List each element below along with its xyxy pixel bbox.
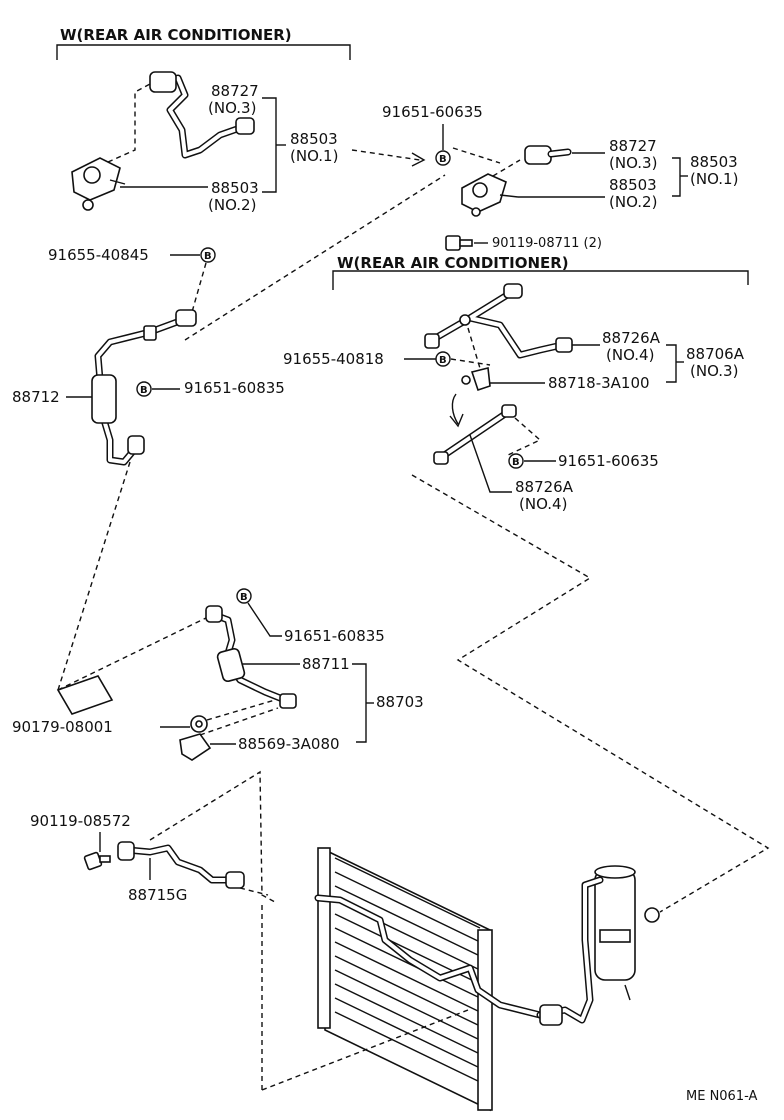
hose-88727-left [149, 71, 255, 159]
label-88715g: 88715G [128, 886, 187, 904]
label-88726a-upper: 88726A [602, 329, 661, 347]
label-90119-08572: 90119-08572 [30, 812, 131, 830]
label-91651-60835-b: 91651-60835 [284, 627, 385, 645]
arrow-down [451, 393, 459, 425]
rear-ac-bracket-top [56, 44, 351, 60]
bolt-mark-top: B [435, 150, 451, 166]
label-88703: 88703 [376, 693, 424, 711]
hose-88727-right [524, 145, 572, 165]
condenser [317, 847, 493, 1112]
label-88503-right-group-no: (NO.1) [690, 170, 738, 188]
label-88718-3a100: 88718-3A100 [548, 374, 650, 392]
label-91651-60635-top: 91651-60635 [382, 103, 483, 121]
bracket-plate-left [56, 675, 114, 715]
label-91651-60635-mid: 91651-60635 [558, 452, 659, 470]
bolt-mark-91655-40845: B [200, 247, 216, 263]
svg-text:B: B [204, 251, 212, 262]
footer-code: ME N061-A [686, 1089, 758, 1104]
svg-text:B: B [140, 385, 148, 396]
bolt-mark-91651-60835-b: B [236, 588, 252, 604]
bracket-88503-left [262, 97, 277, 193]
label-88503-left-no2-no: (NO.2) [208, 196, 256, 214]
bracket-88503-right [672, 157, 681, 197]
routing-line-right [411, 474, 770, 913]
valve-88503-right [461, 173, 519, 217]
label-88503-right-group: 88503 [690, 153, 738, 171]
label-88727-right: 88727 [609, 137, 657, 155]
label-88711: 88711 [302, 655, 350, 673]
svg-text:B: B [439, 154, 447, 165]
arrow-left-to-right [351, 149, 421, 161]
hose-88726a-upper [424, 283, 573, 359]
label-91651-60835-a: 91651-60835 [184, 379, 285, 397]
leader-top-right [184, 147, 501, 341]
rear-ac-header-mid: W(REAR AIR CONDITIONER) [337, 254, 569, 272]
label-88503-left-group: 88503 [290, 130, 338, 148]
svg-text:B: B [439, 355, 447, 366]
receiver-drier [594, 865, 636, 1001]
label-88726a-lower-no: (NO.4) [519, 495, 567, 513]
label-88706a: 88706A [686, 345, 745, 363]
bolt-90119-08711 [445, 235, 473, 251]
rear-ac-bracket-mid [332, 270, 749, 290]
routing-line-left [57, 461, 131, 691]
valve-88503-left [71, 157, 126, 211]
label-88727-left: 88727 [211, 82, 259, 100]
svg-text:B: B [240, 592, 248, 603]
nut-90179-08001 [190, 715, 208, 733]
bolt-mark-91655-40818: B [435, 351, 451, 367]
label-91655-40818: 91655-40818 [283, 350, 384, 368]
label-88726a-upper-no: (NO.4) [606, 346, 654, 364]
clamp-88569-3a080 [179, 733, 212, 761]
condenser-pipe [314, 894, 544, 1019]
bolt-90119-08572 [83, 851, 111, 871]
drier-bracket-bolt [644, 907, 660, 923]
bracket-88703 [352, 663, 367, 743]
drier-pipe [536, 876, 604, 1026]
rear-ac-header-top: W(REAR AIR CONDITIONER) [60, 26, 292, 44]
label-88503-right-no2: 88503 [609, 176, 657, 194]
label-90179-08001: 90179-08001 [12, 718, 113, 736]
hose-88711 [205, 605, 297, 709]
pipe-88726a-lower [433, 404, 517, 465]
label-88727-left-no: (NO.3) [208, 99, 256, 117]
label-91655-40845: 91655-40845 [48, 246, 149, 264]
label-88726a-lower: 88726A [515, 478, 574, 496]
label-88712: 88712 [12, 388, 60, 406]
clamp-88718-3a100 [461, 367, 491, 392]
leader-left-valve [107, 83, 151, 163]
label-88503-right-no2-no: (NO.2) [609, 193, 657, 211]
bolt-mark-91651-60635-mid: B [508, 453, 524, 469]
label-88569-3a080: 88569-3A080 [238, 735, 340, 753]
label-88727-right-no: (NO.3) [609, 154, 657, 172]
svg-text:B: B [512, 457, 520, 468]
label-88503-left-group-no: (NO.1) [290, 147, 338, 165]
label-88503-left-no2: 88503 [211, 179, 259, 197]
pipe-88715g [117, 841, 245, 889]
bracket-88706a [666, 344, 677, 383]
bolt-mark-91651-60835-a: B [136, 381, 152, 397]
label-90119-08711: 90119-08711 (2) [492, 236, 602, 251]
label-88706a-no: (NO.3) [690, 362, 738, 380]
hose-88712 [91, 309, 197, 466]
